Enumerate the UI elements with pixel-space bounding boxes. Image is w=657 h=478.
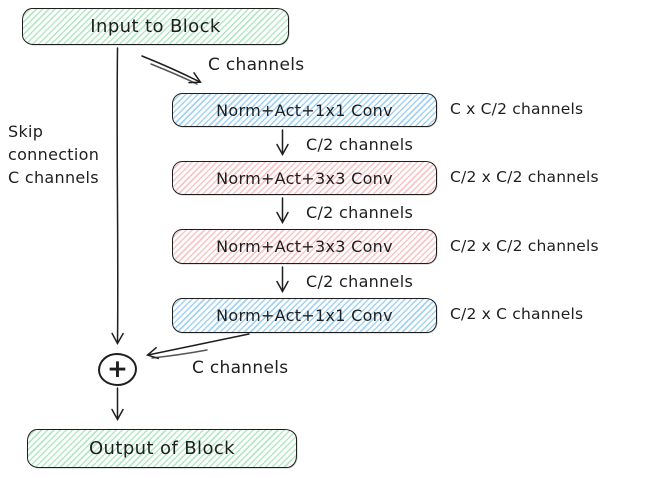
edge-conv4-to-sum-sketch-stroke bbox=[151, 349, 208, 359]
edge-input-to-conv1 bbox=[141, 55, 202, 84]
conv-node-2-label: Norm+Act+3x3 Conv bbox=[216, 168, 393, 188]
conv-node-2: Norm+Act+3x3 Conv bbox=[172, 161, 437, 195]
conv2-dim-label: C/2 x C/2 channels bbox=[450, 168, 599, 186]
conv-node-1: Norm+Act+1x1 Conv bbox=[172, 93, 437, 127]
output-node: Output of Block bbox=[27, 429, 297, 468]
plus-icon: + bbox=[107, 354, 128, 383]
skip-connection-line bbox=[111, 47, 124, 346]
edge-label-input-channels: C channels bbox=[208, 55, 305, 75]
sum-node: + bbox=[98, 353, 137, 386]
conv4-dim-label: C/2 x C channels bbox=[450, 305, 584, 323]
edge-input-to-conv1-sketch-stroke bbox=[150, 63, 198, 85]
edge-label-conv3-conv4: C/2 channels bbox=[306, 272, 414, 291]
edge-label-conv1-conv2: C/2 channels bbox=[306, 135, 414, 154]
edge-label-sum-channels: C channels bbox=[192, 358, 289, 378]
skip-connection-label-line1: Skip bbox=[8, 122, 44, 141]
skip-connection-label: Skip connection C channels bbox=[8, 120, 99, 189]
input-node: Input to Block bbox=[22, 8, 289, 45]
conv1-dim-label: C x C/2 channels bbox=[450, 100, 584, 118]
conv-node-1-label: Norm+Act+1x1 Conv bbox=[216, 100, 393, 120]
conv-node-3-label: Norm+Act+3x3 Conv bbox=[216, 237, 393, 256]
skip-connection-label-line3: C channels bbox=[8, 168, 99, 187]
edge-label-conv2-conv3: C/2 channels bbox=[306, 203, 414, 222]
edge-conv4-to-sum bbox=[145, 333, 250, 360]
skip-connection-label-line2: connection bbox=[8, 145, 100, 164]
conv-node-4-label: Norm+Act+1x1 Conv bbox=[216, 306, 393, 325]
output-node-label: Output of Block bbox=[88, 438, 235, 459]
conv3-dim-label: C/2 x C/2 channels bbox=[450, 237, 599, 255]
conv-node-4: Norm+Act+1x1 Conv bbox=[172, 298, 437, 333]
input-node-label: Input to Block bbox=[90, 16, 221, 37]
conv-node-3: Norm+Act+3x3 Conv bbox=[172, 229, 437, 264]
